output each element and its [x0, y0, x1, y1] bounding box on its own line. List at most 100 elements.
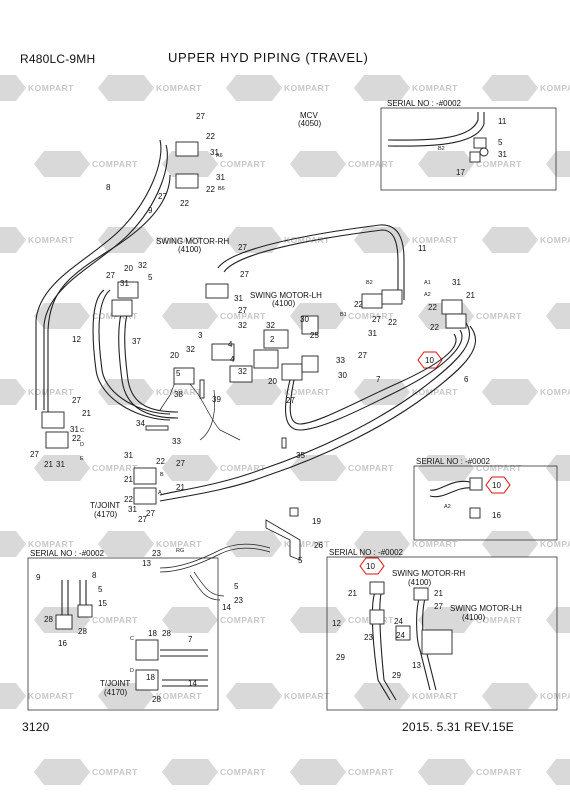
model-number: R480LC-9MH	[20, 52, 96, 66]
svg-text:16: 16	[492, 511, 501, 520]
watermark-tile: KOMPART	[482, 683, 570, 709]
svg-text:7: 7	[188, 635, 193, 644]
svg-text:KOMPART: KOMPART	[284, 691, 330, 701]
svg-text:21: 21	[466, 291, 475, 300]
watermark-tile: COMPART	[290, 151, 394, 177]
svg-text:32: 32	[266, 321, 275, 330]
svg-text:31: 31	[120, 279, 129, 288]
svg-text:COMPART: COMPART	[348, 159, 394, 169]
watermark-tile: KOMPART	[226, 75, 330, 101]
svg-text:27: 27	[238, 306, 247, 315]
svg-text:31: 31	[216, 173, 225, 182]
svg-text:B2: B2	[438, 146, 445, 152]
watermark-tile: COMPART	[418, 151, 522, 177]
watermark-tile: KOMPART	[354, 531, 458, 557]
svg-text:KOMPART: KOMPART	[156, 691, 202, 701]
svg-text:27: 27	[138, 515, 147, 524]
svg-text:22: 22	[156, 457, 165, 466]
svg-text:RG: RG	[176, 548, 184, 554]
svg-text:B1: B1	[340, 312, 347, 318]
watermark-tile: COMPART	[162, 607, 266, 633]
svg-text:30: 30	[300, 315, 309, 324]
svg-text:22: 22	[354, 300, 363, 309]
svg-text:A: A	[158, 490, 162, 496]
svg-text:27: 27	[30, 450, 39, 459]
port-codes: A6 B6 A1 B1 A2 B2 RG C D B A E	[80, 153, 431, 554]
svg-text:COMPART: COMPART	[92, 767, 138, 777]
watermark-tile: KOMPART	[98, 75, 202, 101]
svg-text:31: 31	[234, 294, 243, 303]
svg-text:SWING MOTOR-RH: SWING MOTOR-RH	[392, 569, 465, 578]
svg-text:COMPART: COMPART	[476, 159, 522, 169]
highlight-callout-10[interactable]: 10	[485, 476, 511, 494]
svg-text:KOMPART: KOMPART	[540, 387, 570, 397]
svg-text:21: 21	[176, 483, 185, 492]
svg-text:11: 11	[498, 117, 507, 126]
svg-text:8: 8	[92, 571, 97, 580]
inset-box-top-right: SERIAL NO : -#0002 11 31 17 5 B2	[380, 99, 557, 191]
watermark-tile: COMPART	[34, 455, 138, 481]
svg-text:27: 27	[106, 271, 115, 280]
svg-text:KOMPART: KOMPART	[540, 235, 570, 245]
inset-box-bottom-right: SERIAL NO : -#0002 21 21 27 12 24 24 23 …	[326, 548, 558, 711]
svg-text:COMPART: COMPART	[348, 311, 394, 321]
watermark-tile: COMPART	[290, 455, 394, 481]
svg-text:27: 27	[286, 396, 295, 405]
svg-text:23: 23	[152, 549, 161, 558]
svg-text:4: 4	[230, 355, 235, 364]
svg-text:12: 12	[72, 335, 81, 344]
watermark-tile: KOMPART	[0, 531, 74, 557]
svg-text:20: 20	[124, 264, 133, 273]
svg-text:D: D	[130, 668, 134, 674]
svg-text:39: 39	[212, 395, 221, 404]
svg-text:KOMPART: KOMPART	[28, 83, 74, 93]
revision-date: 2015. 5.31 REV.15E	[402, 720, 514, 734]
svg-text:31: 31	[498, 150, 507, 159]
svg-text:KOMPART: KOMPART	[412, 539, 458, 549]
svg-text:KOMPART: KOMPART	[284, 83, 330, 93]
svg-text:COMPART: COMPART	[92, 159, 138, 169]
svg-text:KOMPART: KOMPART	[156, 235, 202, 245]
highlight-callout-10[interactable]: 10	[417, 351, 443, 369]
watermark-tile: COMPART	[418, 455, 522, 481]
svg-text:32: 32	[238, 367, 247, 376]
svg-text:22: 22	[428, 303, 437, 312]
svg-text:COMPART: COMPART	[476, 615, 522, 625]
svg-text:8: 8	[106, 183, 111, 192]
svg-text:31: 31	[70, 425, 79, 434]
svg-text:7: 7	[376, 375, 381, 384]
svg-text:COMPART: COMPART	[220, 159, 266, 169]
svg-text:27: 27	[240, 270, 249, 279]
watermark-tile: COMPART	[34, 151, 138, 177]
svg-text:4: 4	[228, 340, 233, 349]
svg-text:33: 33	[336, 356, 345, 365]
svg-text:32: 32	[238, 321, 247, 330]
watermark-tile: KOMPART	[98, 531, 202, 557]
svg-text:30: 30	[338, 371, 347, 380]
highlight-callout-10[interactable]: 10	[359, 557, 385, 575]
svg-text:22: 22	[388, 318, 397, 327]
tjoint-label: T/JOINT	[90, 501, 120, 510]
svg-text:5: 5	[234, 582, 239, 591]
svg-text:COMPART: COMPART	[92, 615, 138, 625]
svg-text:33: 33	[172, 437, 181, 446]
svg-text:21: 21	[348, 589, 357, 598]
svg-text:KOMPART: KOMPART	[156, 83, 202, 93]
svg-text:COMPART: COMPART	[476, 311, 522, 321]
svg-text:D: D	[80, 442, 84, 448]
watermark-tile: COMPART	[418, 607, 522, 633]
svg-text:A2: A2	[424, 292, 431, 298]
inset-box-bottom-left: SERIAL NO : -#0002 9 8 5 15 28 16 28 18 …	[27, 549, 219, 711]
svg-text:KOMPART: KOMPART	[412, 691, 458, 701]
svg-text:10: 10	[425, 356, 434, 365]
svg-text:28: 28	[44, 615, 53, 624]
svg-text:A2: A2	[444, 504, 451, 510]
watermark-tile: KOMPART	[354, 683, 458, 709]
svg-text:23: 23	[234, 596, 243, 605]
svg-text:(4100): (4100)	[272, 299, 295, 308]
svg-text:31: 31	[452, 278, 461, 287]
svg-text:COMPART: COMPART	[220, 463, 266, 473]
svg-text:27: 27	[72, 396, 81, 405]
watermark-tile: COMPART	[546, 759, 570, 785]
svg-text:31: 31	[56, 460, 65, 469]
